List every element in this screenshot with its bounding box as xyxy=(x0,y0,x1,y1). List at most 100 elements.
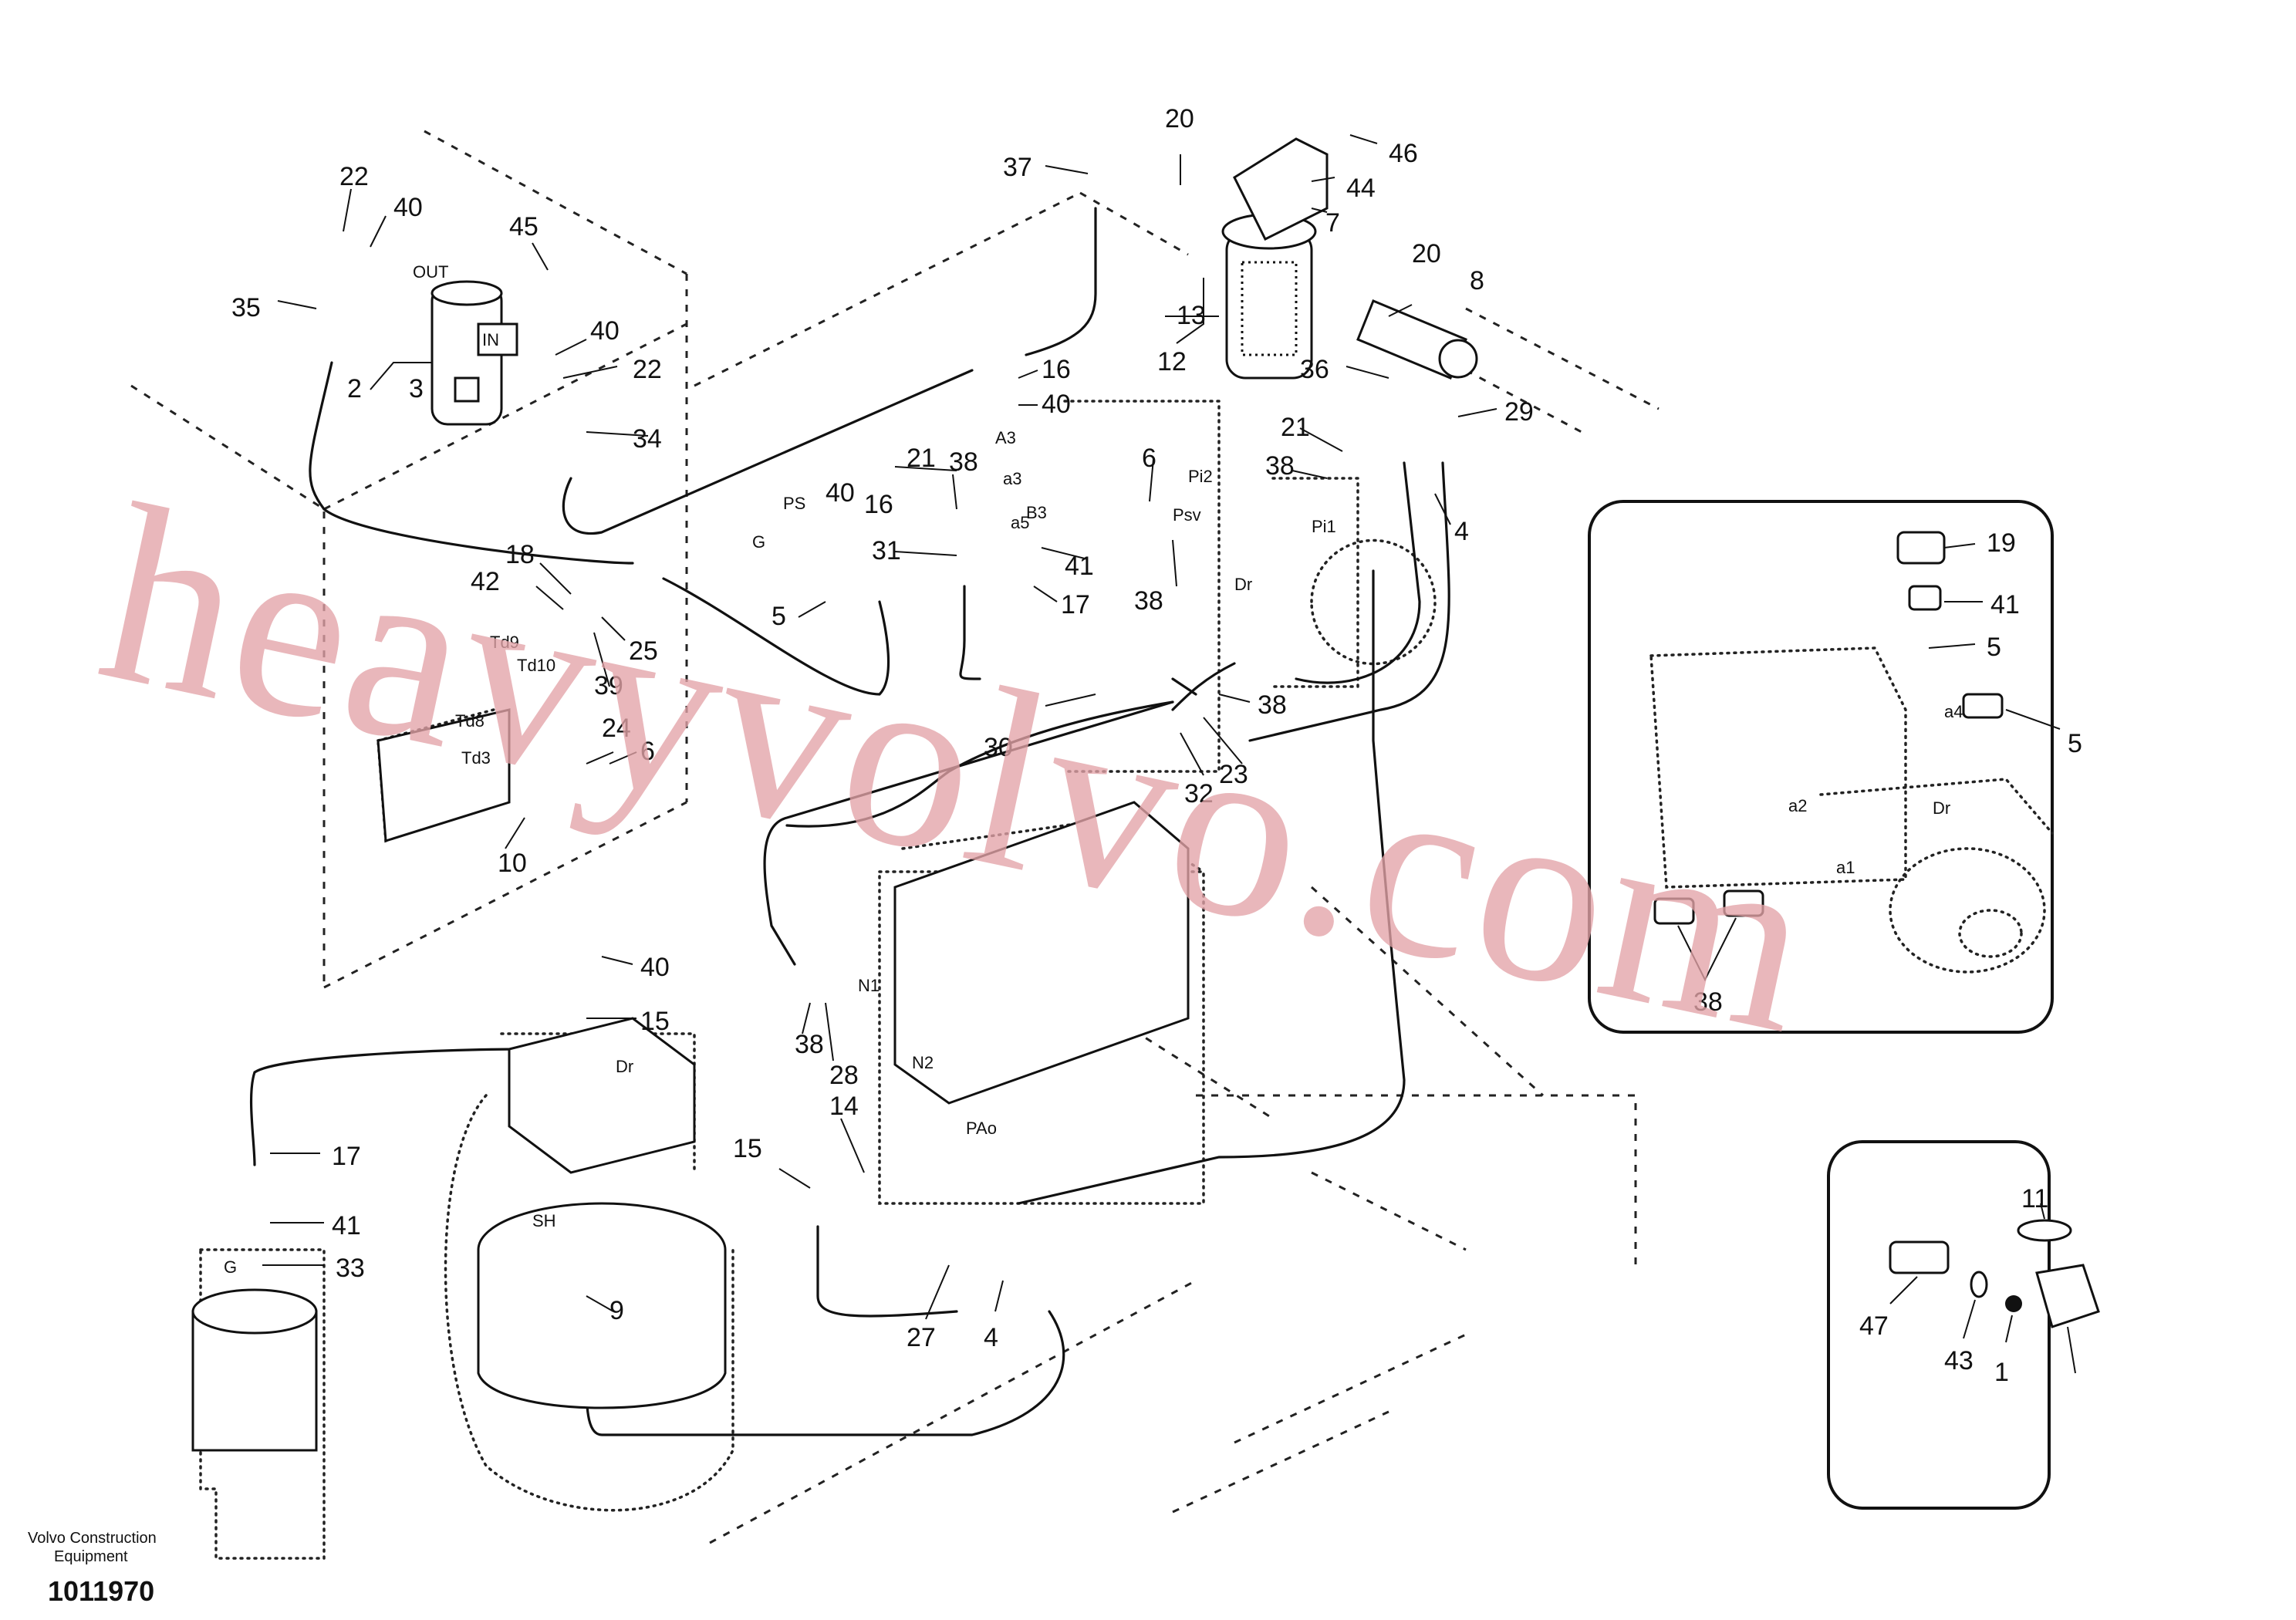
callout: 17 xyxy=(332,1142,361,1171)
callout: 43 xyxy=(1944,1346,1974,1375)
callout: 28 xyxy=(829,1061,859,1090)
port-label: IN xyxy=(482,330,499,349)
callout: Td10 xyxy=(517,656,555,675)
port-label: A3 xyxy=(995,428,1016,447)
port-label: B3 xyxy=(1026,503,1047,522)
callout: 3 xyxy=(409,374,424,403)
callout: 33 xyxy=(336,1254,365,1283)
footer: Volvo Construction Equipment 1011970 xyxy=(28,1530,157,1607)
callout: 47 xyxy=(1859,1311,1889,1341)
callout: 40 xyxy=(590,316,620,346)
callout: 40 xyxy=(640,953,670,982)
callout: 2 xyxy=(347,374,362,403)
port-label: Dr xyxy=(1234,575,1252,594)
callout: 1 xyxy=(1994,1358,2009,1387)
port-label: N2 xyxy=(912,1053,934,1072)
callout: 16 xyxy=(864,490,893,519)
callout: 23 xyxy=(1219,760,1248,789)
port-label: a5 xyxy=(1011,513,1029,532)
inset-fitting-detail xyxy=(1827,1140,2051,1510)
callout: 17 xyxy=(1061,590,1090,619)
callout: 14 xyxy=(829,1092,859,1121)
callout: 38 xyxy=(1134,586,1163,616)
callout: 44 xyxy=(1346,174,1376,203)
port-label: a1 xyxy=(1836,858,1855,877)
port-label: N1 xyxy=(858,976,880,995)
callout: 20 xyxy=(1165,104,1194,133)
callout: 38 xyxy=(1693,987,1723,1017)
port-label: G xyxy=(752,532,765,552)
port-label: Dr xyxy=(1933,798,1950,818)
callout: 6 xyxy=(1142,444,1156,473)
callout: 40 xyxy=(1042,390,1071,419)
port-label: Psv xyxy=(1173,505,1201,525)
callout: 25 xyxy=(629,636,658,666)
hydraulic-hoses xyxy=(249,207,1450,1436)
callout: 19 xyxy=(1987,528,2016,558)
port-label: PAo xyxy=(966,1119,997,1138)
callout: 21 xyxy=(907,444,936,473)
callout: 16 xyxy=(1042,355,1071,384)
company-line-2: Equipment xyxy=(54,1548,128,1565)
callout: 22 xyxy=(339,162,369,191)
callout: 4 xyxy=(1454,517,1469,546)
port-label: Dr xyxy=(616,1057,633,1076)
callout: 38 xyxy=(1265,451,1295,481)
callout: 9 xyxy=(609,1296,624,1325)
company-line-1: Volvo Construction xyxy=(28,1530,157,1547)
port-label: a3 xyxy=(1003,469,1021,488)
callout: 38 xyxy=(949,447,978,477)
callout: 8 xyxy=(1470,266,1484,295)
callout: 5 xyxy=(2068,729,2082,758)
callout: 30 xyxy=(984,733,1013,762)
callout: 45 xyxy=(509,212,539,241)
callout: 34 xyxy=(633,424,662,454)
port-label: Pi2 xyxy=(1188,467,1213,486)
callout: 41 xyxy=(1065,552,1094,581)
callout: 5 xyxy=(1987,633,2001,662)
drawing-number: 1011970 xyxy=(48,1575,154,1607)
callout: 10 xyxy=(498,849,527,878)
callout: 35 xyxy=(231,293,261,322)
callout: 40 xyxy=(393,193,423,222)
callout: 15 xyxy=(640,1007,670,1036)
inset-pump-detail xyxy=(1588,500,2054,1034)
callout: 18 xyxy=(505,540,535,569)
callout: 38 xyxy=(795,1030,824,1059)
callout: 24 xyxy=(602,714,631,743)
port-label: OUT xyxy=(413,262,448,282)
callout: 46 xyxy=(1389,139,1418,168)
callout: 22 xyxy=(633,355,662,384)
callout: 6 xyxy=(640,737,655,766)
callout: 41 xyxy=(332,1211,361,1240)
callout: 13 xyxy=(1177,301,1206,330)
callout: 36 xyxy=(1300,355,1329,384)
callout: 31 xyxy=(872,536,901,565)
port-label: Pi1 xyxy=(1312,517,1336,536)
callout: 15 xyxy=(733,1134,762,1163)
port-label: PS xyxy=(783,494,805,513)
port-label: Td8 xyxy=(455,711,485,731)
callout: 4 xyxy=(984,1323,998,1352)
callout: 39 xyxy=(594,671,623,700)
callout: 27 xyxy=(907,1323,936,1352)
callout: 7 xyxy=(1325,208,1340,238)
leader-lines xyxy=(262,134,2076,1374)
callout: 40 xyxy=(826,478,855,508)
callout: 32 xyxy=(1184,779,1214,808)
callout: 41 xyxy=(1990,590,2020,619)
port-label: a4 xyxy=(1944,702,1963,721)
callout: 12 xyxy=(1157,347,1187,376)
callout: 20 xyxy=(1412,239,1441,268)
callout: 29 xyxy=(1504,397,1534,427)
callout: Td9 xyxy=(490,633,519,652)
callout: 5 xyxy=(772,602,786,631)
callout: 38 xyxy=(1258,690,1287,720)
callout-labels: 20 46 44 7 37 22 40 45 35 40 22 2 3 34 1… xyxy=(231,104,2082,1387)
callout: 11 xyxy=(2021,1184,2048,1213)
port-label: SH xyxy=(532,1211,556,1230)
callout: 42 xyxy=(471,567,500,596)
port-label: a2 xyxy=(1788,796,1807,815)
port-labels: OUT IN A3 a3 PS G B3 a5 Psv Pi2 Pi1 Dr T… xyxy=(224,262,1963,1277)
